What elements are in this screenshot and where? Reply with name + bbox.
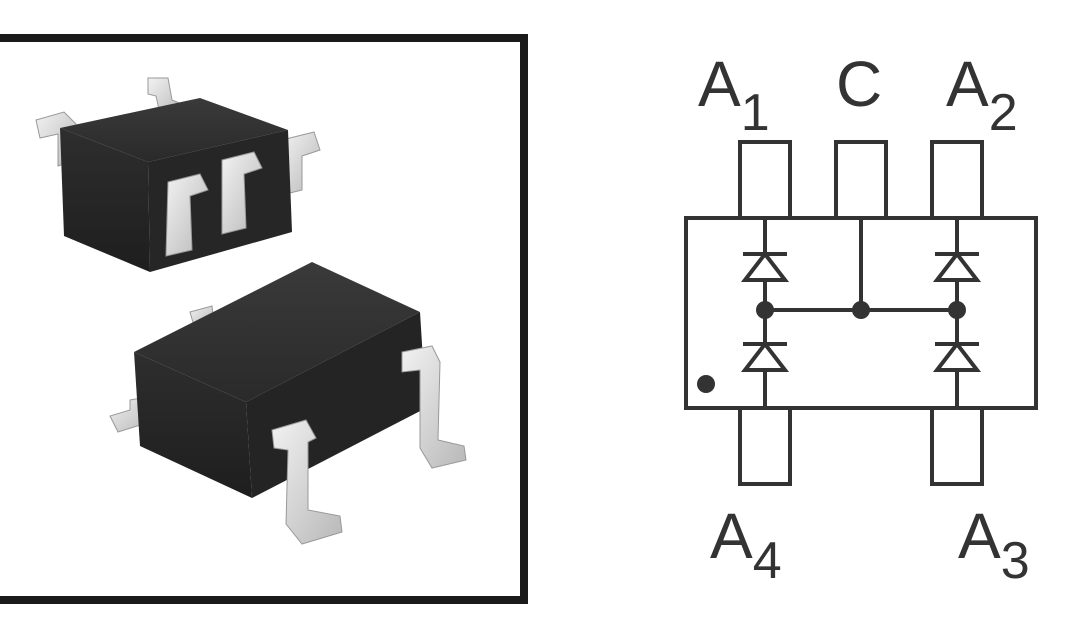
package-lower-front bbox=[134, 352, 252, 498]
lead-upper-front-1 bbox=[165, 173, 209, 257]
lead-lower-front bbox=[271, 419, 343, 545]
lead-lower-right bbox=[401, 345, 467, 469]
pin-label-a2-letter: A bbox=[946, 48, 989, 120]
pin-a1-pad bbox=[738, 140, 792, 220]
pin-label-a1-sub: 1 bbox=[741, 84, 770, 142]
package-upper-top bbox=[60, 98, 288, 162]
package-lower bbox=[109, 262, 467, 545]
diode-lower-left bbox=[740, 340, 790, 372]
pin-label-a1: A1 bbox=[698, 48, 770, 142]
pin1-marker-dot bbox=[697, 375, 715, 393]
diode-upper-left bbox=[740, 250, 790, 282]
pin-a2-pad bbox=[930, 140, 984, 220]
pin-c-pad bbox=[834, 140, 888, 220]
pin-label-a3-sub: 3 bbox=[1001, 532, 1030, 590]
package-upper bbox=[35, 77, 321, 272]
junction-right bbox=[948, 301, 966, 319]
pin-label-a4-sub: 4 bbox=[753, 532, 782, 590]
pin-label-c-letter: C bbox=[836, 48, 882, 120]
pin-label-a4-letter: A bbox=[710, 500, 753, 572]
schematic-diagram: A1 C A2 A4 A3 bbox=[684, 48, 1038, 590]
pin-label-a1-letter: A bbox=[698, 48, 741, 120]
diode-upper-right bbox=[932, 250, 982, 282]
diode-lower-right bbox=[932, 340, 982, 372]
package-lower-top bbox=[134, 262, 420, 402]
pin-label-a4: A4 bbox=[710, 500, 782, 590]
pin-label-c: C bbox=[836, 48, 882, 120]
pin-label-a3: A3 bbox=[958, 500, 1030, 590]
pin-label-a3-letter: A bbox=[958, 500, 1001, 572]
lead-upper-front-2 bbox=[221, 151, 263, 235]
pin-label-a2-sub: 2 bbox=[989, 84, 1018, 142]
package-photo-panel bbox=[0, 34, 528, 604]
junction-left bbox=[756, 301, 774, 319]
pin-a3-pad bbox=[930, 406, 984, 486]
pin-label-a2: A2 bbox=[946, 48, 1018, 142]
package-upper-front bbox=[60, 128, 150, 272]
junction-center bbox=[852, 301, 870, 319]
pin-a4-pad bbox=[738, 406, 792, 486]
